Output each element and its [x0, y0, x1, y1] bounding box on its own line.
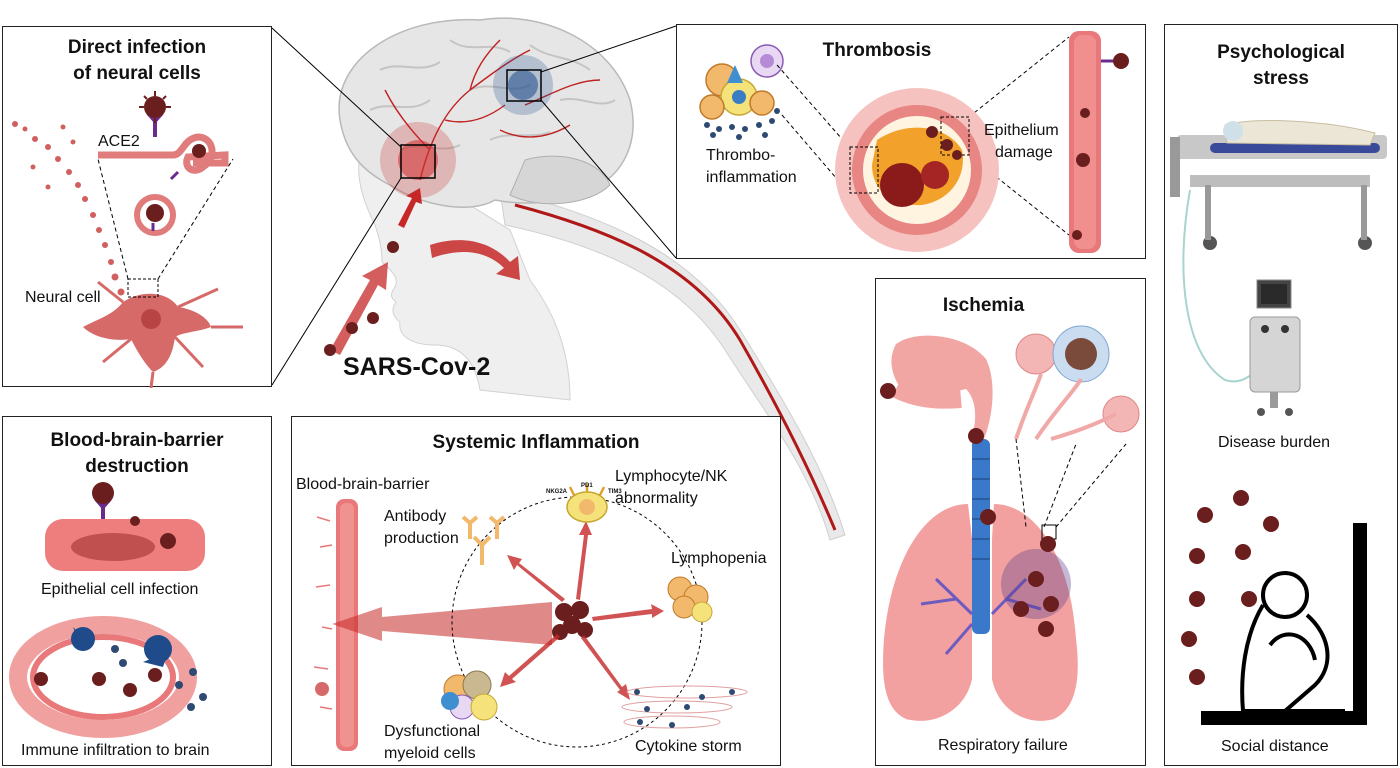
virus-particle-icons	[880, 383, 1059, 637]
upper-airway	[891, 335, 993, 439]
panel-direct-infection: Direct infection of neural cells	[2, 26, 272, 389]
lymphocyte-label-2: abnormality	[615, 490, 698, 507]
lymphocyte-label-1: Lymphocyte/NK	[615, 468, 728, 485]
panel-ischemia: Ischemia Respiratory fai	[875, 278, 1146, 766]
epithelial-infection-label: Epithelial cell infection	[41, 581, 199, 598]
antibody-icons	[461, 515, 506, 565]
antibody-label-2: production	[384, 530, 459, 547]
sars-cov-2-label: SARS-Cov-2	[343, 353, 491, 381]
myeloid-cells	[441, 670, 498, 721]
alveoli-cluster	[1015, 325, 1140, 433]
antibody-label-1: Antibody	[384, 508, 447, 525]
myeloid-label-1: Dysfunctional	[384, 723, 481, 740]
bbb-title-line1: Blood-brain-barrier	[50, 430, 224, 451]
immune-cell-cluster	[699, 44, 784, 120]
epithelium-damage-label-1: Epithelium	[984, 122, 1059, 139]
spinal-artery	[514, 203, 837, 531]
disease-burden-label: Disease burden	[1218, 434, 1331, 451]
wall-silhouette	[1353, 523, 1367, 725]
brain-zoom-box-red	[400, 144, 436, 179]
left-lung	[883, 504, 972, 721]
sitting-person-figure	[1240, 571, 1345, 713]
brain-entry-arrow	[398, 188, 422, 228]
panel-title-line1: Direct infection	[67, 37, 207, 58]
thrombo-inflammation-label-1: Thrombo-	[706, 147, 776, 164]
stress-title-line1: Psychological	[1217, 42, 1345, 63]
central-head-illustration	[270, 0, 880, 545]
inhalation-arrow	[330, 262, 388, 355]
vessel-ring	[9, 616, 197, 738]
thrombosis-title: Thrombosis	[822, 40, 932, 61]
brain-vessels	[384, 39, 601, 181]
panel-bbb-destruction: Blood-brain-barrier destruction Epitheli…	[2, 416, 272, 766]
virus-particle-icons	[1181, 490, 1279, 685]
social-distance-label: Social distance	[1221, 738, 1329, 755]
neuron-body	[83, 293, 211, 372]
lymphopenia-label: Lymphopenia	[671, 550, 767, 567]
myeloid-label-2: myeloid cells	[384, 745, 476, 762]
virus-particle-icon	[139, 91, 171, 123]
systemic-title: Systemic Inflammation	[432, 432, 640, 453]
right-lung	[992, 504, 1078, 721]
cell-membrane	[98, 133, 229, 174]
neural-cell-label: Neural cell	[25, 289, 101, 306]
bbb-label: Blood-brain-barrier	[296, 476, 430, 493]
panel-title-line2: of neural cells	[73, 63, 201, 84]
marker-pd1: PD1	[581, 483, 593, 489]
marker-nkg2a: NKG2A	[546, 489, 568, 495]
respiratory-arrow	[430, 240, 520, 280]
stress-title-line2: stress	[1253, 68, 1309, 89]
thrombo-inflammation-label-2: inflammation	[706, 169, 797, 186]
spinal-cord	[499, 189, 846, 541]
lymphopenia-cells	[667, 576, 713, 623]
marker-tim3: TIM3	[608, 489, 622, 495]
panel-systemic-inflammation: Systemic Inflammation	[291, 416, 781, 766]
hospital-bed-illustration	[1170, 120, 1387, 250]
panel-thrombosis: Thrombosis	[676, 24, 1146, 259]
cytokine-storm-label: Cytokine storm	[635, 738, 742, 755]
ischemia-title: Ischemia	[942, 295, 1025, 316]
immune-infiltration-label: Immune infiltration to brain	[21, 742, 210, 759]
brain-zoom-box-blue	[506, 69, 542, 102]
panel-psychological-stress: Psychological stress	[1164, 24, 1398, 766]
cerebellum	[509, 155, 611, 205]
virus-cluster	[552, 601, 593, 640]
bbb-title-line2: destruction	[85, 456, 189, 477]
respiratory-failure-label: Respiratory failure	[938, 737, 1068, 754]
trachea	[972, 439, 990, 634]
ventilator-illustration	[1249, 279, 1301, 416]
epithelium-damage-label-2: damage	[995, 144, 1053, 161]
inflammation-arrow	[332, 602, 552, 645]
ace2-label: ACE2	[98, 133, 140, 150]
